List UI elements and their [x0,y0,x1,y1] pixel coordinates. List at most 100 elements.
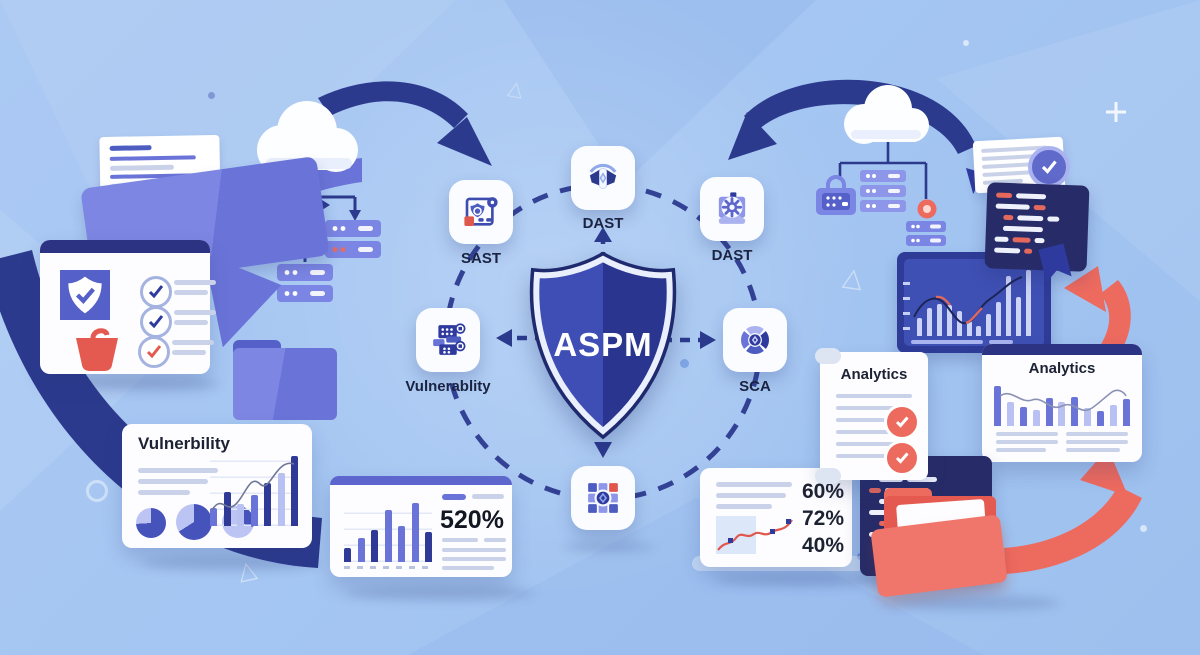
red-check-icon [884,404,920,440]
aspm-shield: ASPM [523,250,683,440]
analytics-chart-card: Analytics [982,344,1142,462]
legend-label-line [472,494,504,499]
scroll-track [911,340,983,344]
bar-chart [210,452,298,526]
x-axis-ticks [344,566,432,569]
node-label: DAST [582,215,624,232]
card-title: Vulnerbility [138,434,230,453]
node-sca: SCA [723,308,787,395]
metric-value: 40% [802,534,845,557]
y-axis-ticks [903,278,910,330]
bar [1006,402,1014,426]
cloud-right [844,85,929,144]
node-label: DAST [711,247,753,264]
growth-metric-card: 520% [330,476,512,577]
bar [996,302,1002,336]
folder-mid-left [233,340,343,422]
pie-chart [136,508,166,538]
pie-chart [176,504,212,540]
bar [1045,398,1053,426]
gear-tray-icon [700,177,764,241]
bar-chart [917,266,1031,336]
server-rack-alert [325,241,381,258]
bar [994,385,1001,426]
folder-front [870,514,1008,598]
bar [1019,406,1027,426]
bar [956,310,962,336]
card-title: Analytics [1028,360,1096,377]
bar [986,313,992,336]
bar [1016,296,1022,336]
trend-line [999,389,1127,412]
bar [223,491,231,526]
bar [411,503,419,562]
server-rack [906,221,946,232]
server-rack [860,185,906,197]
sca-component-icon [723,308,787,372]
node-vulnerability: Vulnerablity [405,308,491,395]
bar [357,538,365,562]
card-header-bar [40,240,210,253]
folder-body [233,348,337,420]
bar [936,303,942,336]
bar [1071,396,1079,426]
bar-chart [344,500,432,562]
alert-dot-center [923,205,931,213]
server-rack [277,264,333,281]
bar [371,529,378,562]
verified-doc-group [960,134,1100,204]
server-rack [860,200,906,212]
bar [1110,404,1118,426]
bar [425,532,432,562]
vulnerability-report-card: Vulnerbility [122,424,312,548]
check-circle-alert-icon [138,336,170,368]
bucket-icon [76,328,118,371]
scan-grid-icon [571,466,635,530]
metrics-percent-card: 60% 72% 40% [700,468,852,567]
server-rack [860,170,906,182]
bar [250,494,258,526]
scroll-curl [815,348,841,364]
shadow [345,586,535,600]
bar [384,509,392,562]
bar [946,305,952,336]
bar [1025,270,1031,336]
analytics-scroll-report: Analytics [815,348,928,484]
scroll-title: Analytics [840,366,908,383]
shadow [715,574,885,586]
node-sast: SAST [449,180,513,267]
node-label: Vulnerablity [405,378,491,395]
node-dast-right: DAST [700,177,764,264]
bar [1032,410,1040,426]
card-header-bar [330,476,512,485]
arrow-cloud-to-sast [318,81,492,166]
bar [1084,407,1092,426]
bar [264,483,271,526]
red-check-icon [884,440,920,476]
shadow [890,596,1060,610]
bar [291,455,298,526]
scroll-thumb [989,340,1013,344]
bar [966,320,972,336]
trend-line [211,462,295,511]
shadow [60,378,220,390]
bar [1122,399,1130,426]
lock-cabinet-icon [816,175,856,215]
growth-value: 520% [440,506,504,534]
shield-check-icon [68,276,102,314]
arrow-cloud-to-dast [728,79,976,160]
bar [210,508,217,526]
code-snippet-panel [984,182,1090,272]
bar [926,308,932,336]
card-header-bar [982,344,1142,355]
trend-line [913,276,1023,325]
bar [398,526,405,562]
check-circle-icon [140,306,172,338]
shield-tile [60,270,110,320]
red-folder-group [870,488,1008,598]
bar [344,548,351,562]
server-rack [277,285,333,302]
bar [237,503,244,526]
bar [917,317,922,336]
